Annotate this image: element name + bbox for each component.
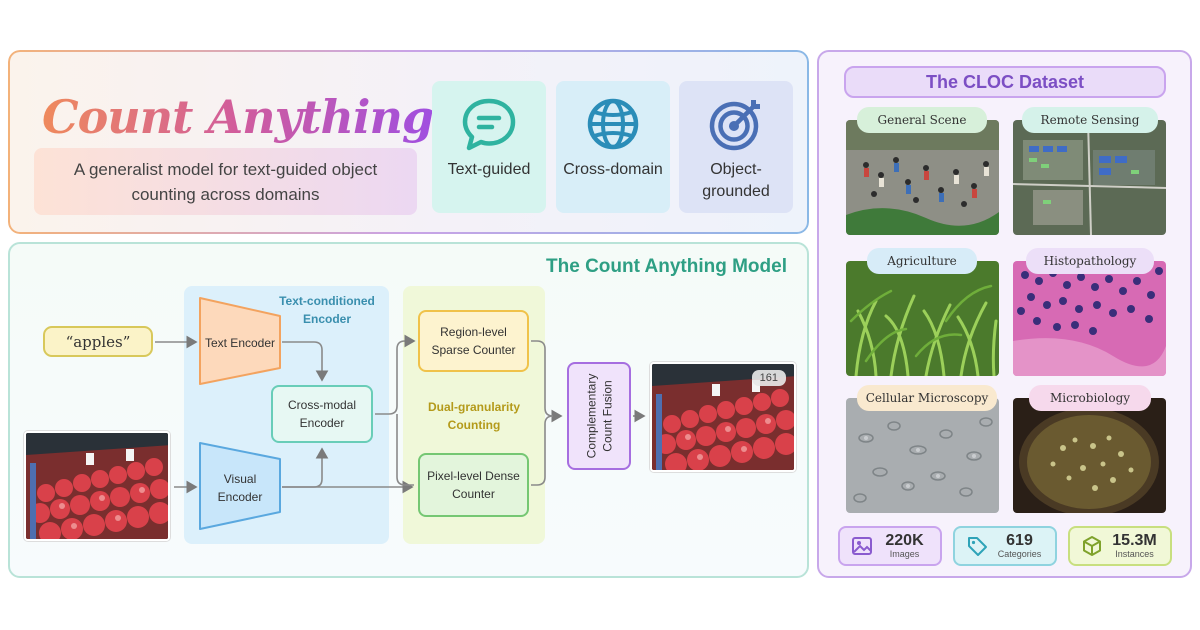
globe-icon: [587, 98, 639, 150]
general-scene-photo: [846, 120, 999, 235]
stat-caption: Instances: [1115, 549, 1154, 559]
feature-object-grounded: Object-grounded: [679, 81, 793, 213]
chat-bubble-icon: [462, 98, 516, 151]
target-icon: [709, 100, 760, 151]
model-title: The Count Anything Model: [546, 256, 787, 277]
text-conditioned-encoder-label: Text-conditioned Encoder: [279, 294, 375, 326]
flow-arrows: [155, 297, 646, 530]
domain-tag: Cellular Microscopy: [857, 385, 997, 411]
stat-caption: Images: [889, 549, 920, 559]
dataset-panel: The CLOC Dataset General Scene: [817, 50, 1192, 578]
feature-label: Cross-domain: [563, 161, 663, 178]
subtitle: A generalist model for text-guided objec…: [34, 148, 417, 215]
tile-remote-sensing: [1013, 120, 1166, 235]
feature-text-guided: Text-guided: [432, 81, 546, 213]
feature-cross-domain: Cross-domain: [556, 81, 670, 213]
tile-cellular-microscopy: [846, 398, 999, 513]
page-title: Count Anything: [42, 90, 434, 144]
agriculture-photo: [846, 261, 999, 376]
apples-photo: [26, 433, 168, 539]
tile-agriculture: [846, 261, 999, 376]
text-prompt: “apples”: [43, 326, 153, 357]
visual-encoder-shape: [199, 442, 281, 530]
dual-granularity-label: Dual-granularity Counting: [427, 400, 520, 432]
tile-microbiology: [1013, 398, 1166, 513]
fusion-label: Complementary Count Fusion: [584, 373, 615, 459]
domain-tag: Agriculture: [867, 248, 977, 274]
domain-tag: Microbiology: [1029, 385, 1151, 411]
cross-modal-encoder: Cross-modal Encoder: [271, 385, 373, 443]
input-image-apples: [24, 431, 170, 541]
cube-icon: [1083, 536, 1101, 556]
stat-caption: Categories: [997, 549, 1042, 559]
region-level-sparse-counter: Region-level Sparse Counter: [418, 310, 529, 372]
domain-tag: Histopathology: [1026, 248, 1154, 274]
text-encoder-shape: [199, 297, 281, 385]
stat-value: 220K: [885, 532, 924, 549]
cellular-microscopy-photo: [846, 398, 999, 513]
remote-sensing-photo: [1013, 120, 1166, 235]
microbiology-photo: [1013, 398, 1166, 513]
stat-categories: 619 Categories: [953, 526, 1057, 566]
tile-general-scene: [846, 120, 999, 235]
tile-histopathology: [1013, 261, 1166, 376]
image-icon: [852, 537, 872, 555]
output-image-apples: 161: [650, 362, 796, 472]
tag-icon: [968, 537, 987, 556]
visual-encoder: Visual Encoder: [217, 472, 263, 504]
dataset-title: The CLOC Dataset: [844, 66, 1166, 98]
domain-tag: General Scene: [857, 107, 987, 133]
stat-value: 15.3M: [1112, 532, 1157, 549]
count-result-badge: 161: [751, 370, 786, 386]
feature-label: Text-guided: [447, 161, 531, 178]
text-encoder: Text Encoder: [204, 336, 276, 350]
stat-value: 619: [1006, 532, 1033, 549]
domain-tag: Remote Sensing: [1022, 107, 1158, 133]
stat-images: 220K Images: [838, 526, 942, 566]
hero-panel: Count Anything A generalist model for te…: [8, 50, 809, 234]
apples-photo-counted: [652, 364, 794, 470]
model-panel: The Count Anything Model Text-conditione…: [8, 242, 809, 578]
feature-label: Object-grounded: [702, 161, 770, 200]
pixel-level-dense-counter: Pixel-level Dense Counter: [418, 453, 529, 517]
complementary-count-fusion: Complementary Count Fusion: [567, 362, 631, 470]
histopathology-photo: [1013, 261, 1166, 376]
stat-instances: 15.3M Instances: [1068, 526, 1172, 566]
